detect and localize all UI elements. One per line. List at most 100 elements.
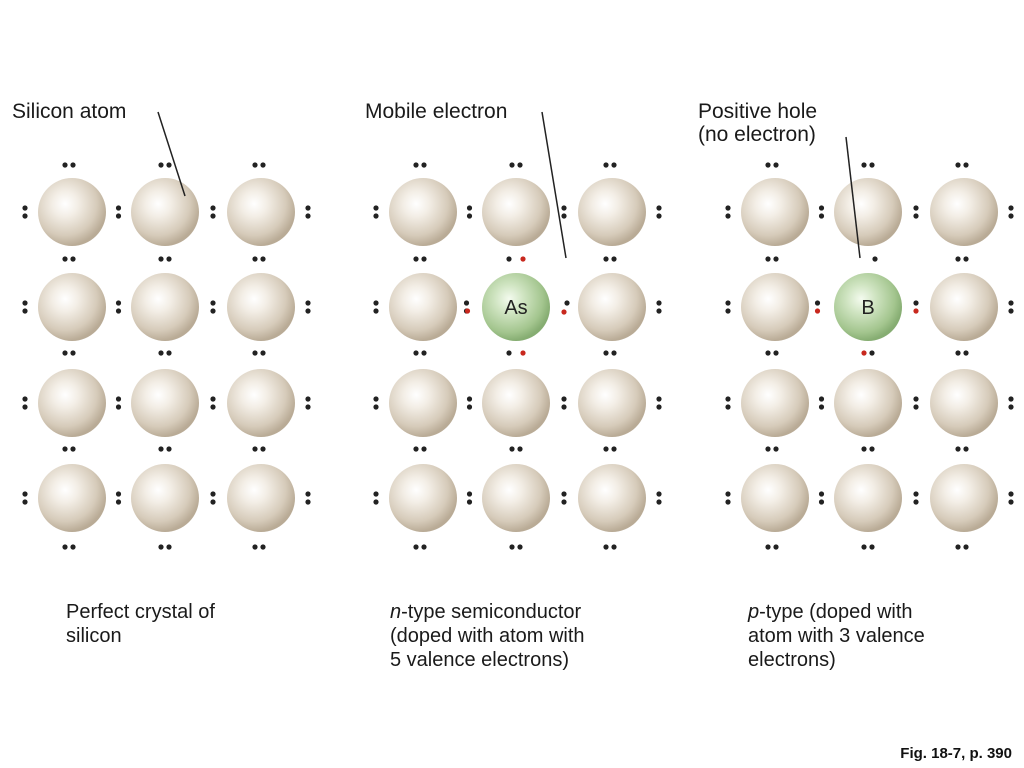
electron xyxy=(70,350,76,356)
silicon-atom xyxy=(389,273,457,341)
electron xyxy=(963,350,969,356)
electron xyxy=(260,256,266,262)
caption-n-type-line2: (doped with atom with xyxy=(390,625,585,647)
electron xyxy=(1008,213,1014,219)
electron xyxy=(166,446,172,452)
electron xyxy=(773,544,779,550)
electron xyxy=(963,162,969,168)
silicon-atom xyxy=(578,464,646,532)
electron xyxy=(373,499,379,505)
silicon-atom xyxy=(834,464,902,532)
electron xyxy=(861,446,867,452)
caption-p-type-line1: p-type (doped with xyxy=(747,601,913,623)
caption-n-type-rest: -type semiconductor xyxy=(401,601,581,623)
caption-n-type-line1: n-type semiconductor xyxy=(390,601,582,623)
electron xyxy=(373,300,379,306)
electron xyxy=(210,491,216,497)
electron xyxy=(115,300,122,306)
electron xyxy=(62,350,68,356)
electron xyxy=(913,491,919,497)
electron xyxy=(725,308,731,314)
electron xyxy=(413,446,419,452)
electron xyxy=(115,308,122,314)
electron xyxy=(421,446,427,452)
electron xyxy=(158,446,164,452)
electron xyxy=(725,205,731,211)
electron xyxy=(1008,491,1014,497)
electron xyxy=(305,308,311,314)
mobile-electron-leader-line xyxy=(541,111,567,259)
dopant-electron xyxy=(814,308,821,314)
electron xyxy=(1008,396,1014,402)
electron xyxy=(869,162,875,168)
electron xyxy=(466,404,473,410)
electron xyxy=(506,350,512,356)
caption-p-type-italic: p xyxy=(747,601,759,623)
figure-reference: Fig. 18-7, p. 390 xyxy=(900,745,1012,762)
electron xyxy=(656,499,662,505)
silicon-atom xyxy=(131,178,199,246)
dopant-electron xyxy=(561,309,567,315)
electron xyxy=(22,396,28,402)
electron xyxy=(158,162,164,168)
electron xyxy=(373,205,379,211)
positive-hole-leader-line xyxy=(845,136,861,259)
electron xyxy=(22,491,28,497)
electron xyxy=(611,350,617,356)
electron xyxy=(373,491,379,497)
electron xyxy=(70,256,76,262)
electron xyxy=(260,162,266,168)
electron xyxy=(603,350,609,356)
caption-p-type-rest: -type (doped with xyxy=(759,601,912,623)
electron xyxy=(252,256,258,262)
electron xyxy=(305,491,311,497)
electron xyxy=(814,300,821,306)
silicon-atom xyxy=(741,273,809,341)
electron xyxy=(158,544,164,550)
electron xyxy=(305,300,311,306)
silicon-atom xyxy=(227,178,295,246)
electron xyxy=(252,162,258,168)
caption-perfect-line2: silicon xyxy=(66,625,122,647)
electron xyxy=(22,308,28,314)
silicon-atom xyxy=(930,464,998,532)
electron xyxy=(252,350,258,356)
electron xyxy=(872,256,878,262)
electron xyxy=(603,162,609,168)
atom-grid-n-type: As xyxy=(373,162,662,550)
electron xyxy=(62,256,68,262)
dopant-electron xyxy=(520,256,526,262)
electron xyxy=(517,446,523,452)
electron xyxy=(421,350,427,356)
electron xyxy=(656,205,662,211)
electron xyxy=(656,300,662,306)
electron xyxy=(509,162,515,168)
electron xyxy=(725,300,731,306)
electron xyxy=(260,446,266,452)
electron xyxy=(22,205,28,211)
electron xyxy=(466,396,473,402)
electron xyxy=(305,205,311,211)
silicon-atom xyxy=(482,178,550,246)
electron xyxy=(611,256,617,262)
silicon-atom xyxy=(578,369,646,437)
electron xyxy=(869,544,875,550)
electron xyxy=(913,213,919,219)
dopant-atom-symbol: B xyxy=(861,297,874,319)
electron xyxy=(421,256,427,262)
electron xyxy=(725,491,731,497)
electron xyxy=(818,491,825,497)
electron xyxy=(305,396,311,402)
electron xyxy=(765,350,771,356)
electron xyxy=(305,404,311,410)
electron xyxy=(252,446,258,452)
caption-perfect-line1: Perfect crystal of xyxy=(66,601,215,623)
silicon-atom xyxy=(741,178,809,246)
electron xyxy=(413,162,419,168)
atom-grid-p-type: B xyxy=(725,162,1014,550)
electron xyxy=(305,213,311,219)
electron xyxy=(115,404,122,410)
electron xyxy=(861,544,867,550)
electron xyxy=(955,256,961,262)
